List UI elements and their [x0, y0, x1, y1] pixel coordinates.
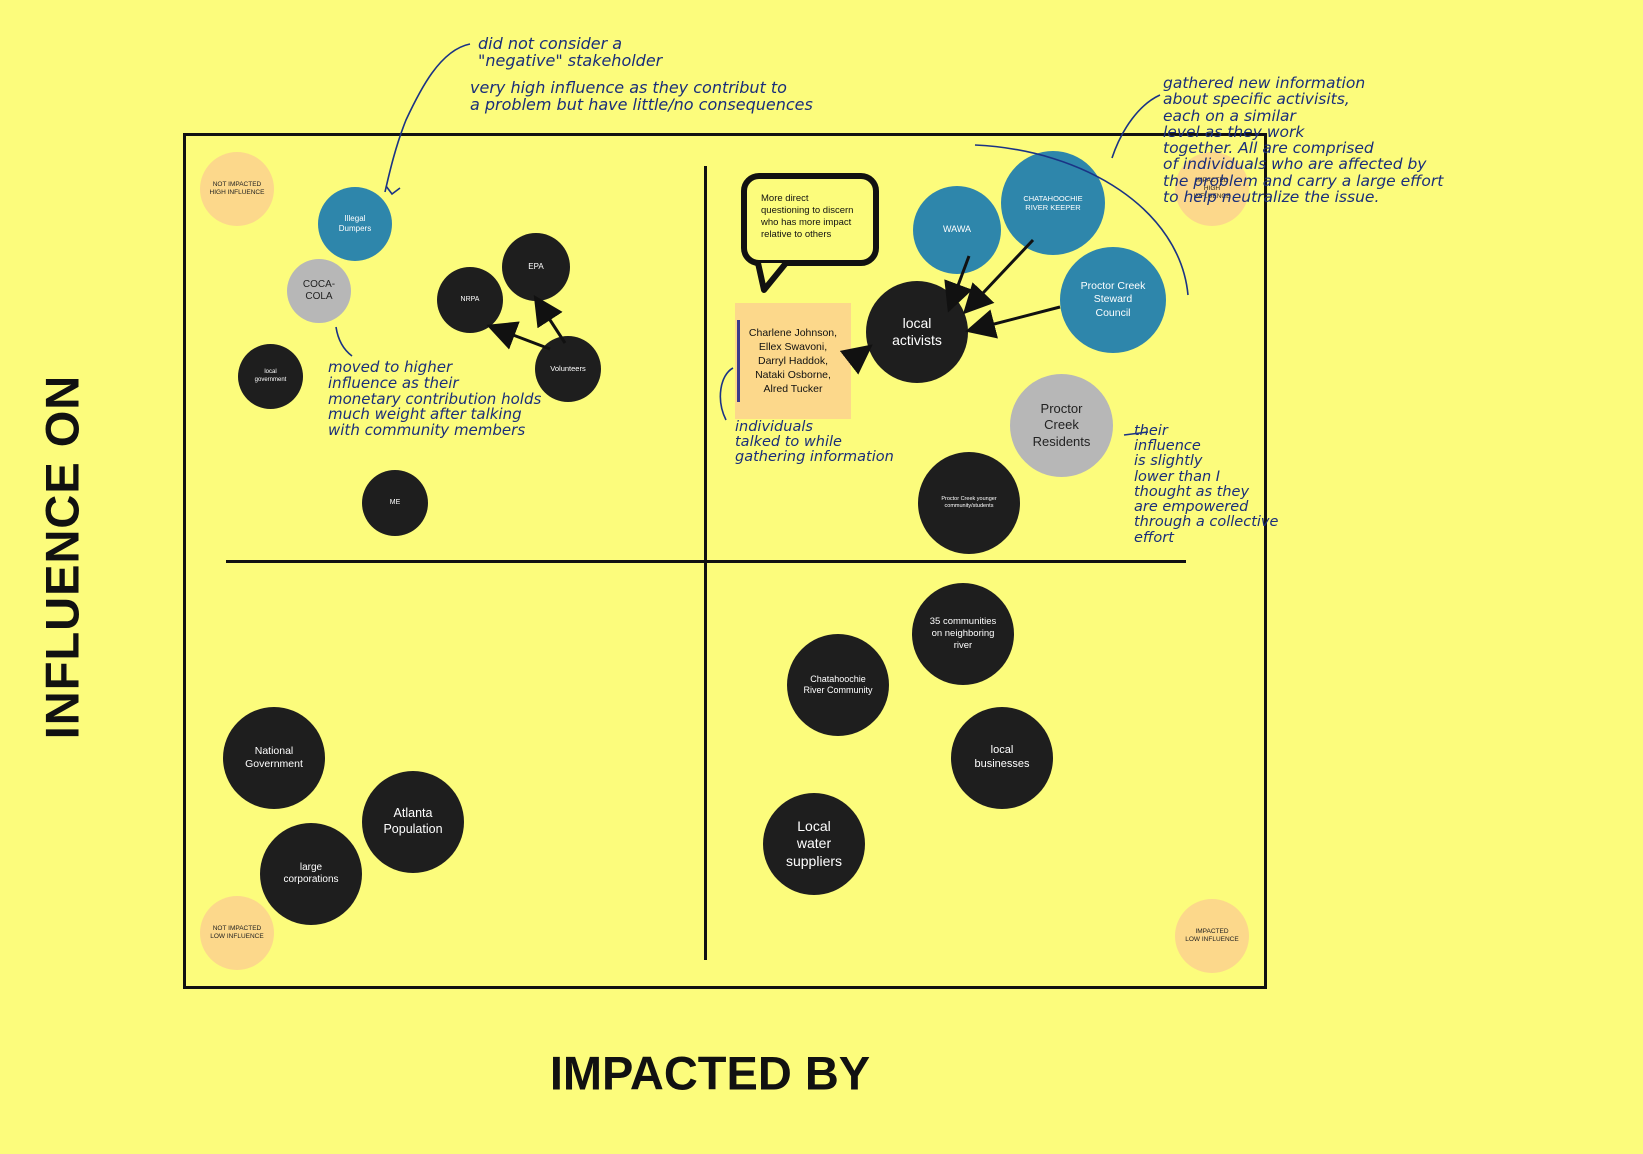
marker-not-impacted-low-influence: NOT IMPACTED LOW INFLUENCE — [200, 896, 274, 970]
sticky-note: Charlene Johnson, Ellex Swavoni, Darryl … — [735, 303, 851, 419]
stakeholder-proctor-creek-younger: Proctor Creek younger community/students — [918, 452, 1020, 554]
arrow-council-to-activists — [965, 305, 1061, 339]
arrow-wawa-to-activists — [944, 255, 973, 313]
stakeholder-wawa: WAWA — [913, 186, 1001, 274]
pen-arc-activists — [974, 144, 1189, 296]
stakeholder-atlanta-population: Atlanta Population — [362, 771, 464, 873]
x-axis-label: IMPACTED BY — [549, 1046, 871, 1100]
stakeholder-35-communities: 35 communities on neighboring river — [912, 583, 1014, 685]
stakeholder-national-government: National Government — [223, 707, 325, 809]
stakeholder-local-government: local government — [238, 344, 303, 409]
arrow-volunteers-to-nrpa — [486, 321, 551, 351]
marker-not-impacted-high-influence: NOT IMPACTED HIGH INFLUENCE — [200, 152, 274, 226]
marker-impacted-high-influence: IMPACTED HIGH INFLUENCE — [1175, 152, 1249, 226]
annotation-residents-influence: their influence is slightly lower than I… — [1134, 423, 1279, 546]
stakeholder-large-corporations: large corporations — [260, 823, 362, 925]
stakeholder-volunteers: Volunteers — [535, 336, 601, 402]
stakeholder-proctor-creek-steward-council: Proctor Creek Steward Council — [1060, 247, 1166, 353]
stakeholder-chattahoochie-river-keeper: CHATAHOOCHIE RIVER KEEPER — [1001, 151, 1105, 255]
stakeholder-me: ME — [362, 470, 428, 536]
pen-line-residents — [1123, 431, 1149, 436]
speech-bubble: More direct questioning to discern who h… — [741, 173, 879, 266]
arrow-sticky-to-activists — [839, 344, 873, 375]
annotation-moved-higher: moved to higher influence as their monet… — [328, 358, 542, 439]
pen-curve-cocacola — [335, 326, 353, 357]
sticky-note-bar — [737, 320, 740, 402]
pen-stroke-new-info — [1111, 94, 1161, 159]
stakeholder-local-businesses: local businesses — [951, 707, 1053, 809]
pen-curve-sticky — [719, 367, 734, 421]
annotation-negative-stakeholder: did not consider a "negative" stakeholde… — [478, 34, 663, 70]
stakeholder-local-water-suppliers: Local water suppliers — [763, 793, 865, 895]
marker-impacted-low-influence: IMPACTED LOW INFLUENCE — [1175, 899, 1249, 973]
annotation-high-influence: very high influence as they contribut to… — [470, 78, 813, 114]
pen-check-dumpers — [385, 185, 401, 196]
vertical-divider — [704, 166, 707, 960]
stakeholder-proctor-creek-residents: Proctor Creek Residents — [1010, 374, 1113, 477]
stakeholder-coca-cola: COCA- COLA — [287, 259, 351, 323]
arrow-volunteers-to-epa — [533, 294, 567, 344]
pen-curve-dumpers — [384, 43, 471, 193]
annotation-new-info: gathered new information about specific … — [1163, 74, 1444, 206]
arrow-riverkeeper-to-activists — [962, 238, 1035, 315]
annotation-individuals: individuals talked to while gathering in… — [735, 419, 894, 466]
stakeholder-chattahoochie-river-community: Chatahoochie River Community — [787, 634, 889, 736]
stakeholder-illegal-dumpers: Illegal Dumpers — [318, 187, 392, 261]
stakeholder-epa: EPA — [502, 233, 570, 301]
speech-bubble-tail — [755, 261, 789, 293]
matrix-frame — [183, 133, 1267, 989]
